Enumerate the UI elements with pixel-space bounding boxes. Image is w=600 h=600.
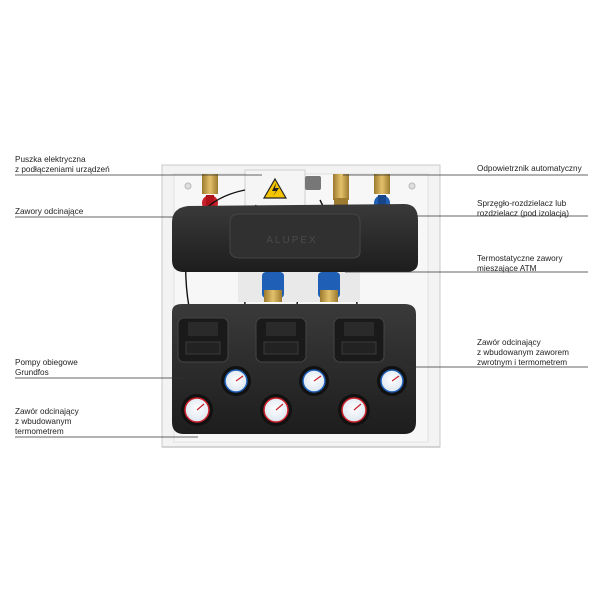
pump-3	[333, 317, 385, 363]
label-line: z wbudowanym zaworem	[477, 348, 569, 357]
label-line: zwrotnym i termometrem	[477, 358, 568, 367]
label-line: z podłączeniami urządzeń	[15, 165, 110, 174]
label-line: termometrem	[15, 427, 64, 436]
supply-gauges	[181, 394, 370, 426]
label-coupler-manifold: Sprzęgło-rozdzielacz lub rozdzielacz (po…	[477, 199, 569, 219]
label-line: Zawór odcinający	[477, 338, 541, 347]
return-gauges	[221, 366, 407, 396]
label-line: Odpowietrznik automatyczny	[477, 164, 582, 173]
label-auto-air-vent: Odpowietrznik automatyczny	[477, 164, 582, 174]
label-line: rozdzielacz (pod izolacją)	[477, 209, 569, 218]
gauge-supply-3	[338, 394, 370, 426]
gauge-supply-1	[181, 394, 213, 426]
label-line: mieszające ATM	[477, 264, 537, 273]
label-line: Zawór odcinający	[15, 407, 79, 416]
label-line: Sprzęgło-rozdzielacz lub	[477, 199, 567, 208]
electrical-box	[244, 169, 306, 209]
label-valve-thermometer: Zawór odcinający z wbudowanym termometre…	[15, 407, 79, 437]
label-line: z wbudowanym	[15, 417, 72, 426]
label-grundfos-pumps: Pompy obiegowe Grundfos	[15, 358, 78, 378]
pump-2	[255, 317, 307, 363]
mounting-holes	[184, 182, 416, 190]
label-line: Grundfos	[15, 368, 49, 377]
gauge-return-1	[221, 366, 251, 396]
label-valve-check-thermometer: Zawór odcinający z wbudowanym zaworem zw…	[477, 338, 569, 368]
gauge-return-2	[299, 366, 329, 396]
label-shutoff-valves: Zawory odcinające	[15, 207, 83, 217]
gauge-return-3	[377, 366, 407, 396]
label-line: Termostatyczne zawory	[477, 254, 563, 263]
insulation-shell: ALUPEX	[172, 204, 418, 272]
label-line: Zawory odcinające	[15, 207, 84, 216]
label-line: Pompy obiegowe	[15, 358, 78, 367]
atm-mixing-valves	[238, 272, 360, 302]
label-line: Puszka elektryczna	[15, 155, 86, 164]
label-electrical-box: Puszka elektryczna z podłączeniami urząd…	[15, 155, 110, 175]
grundfos-pumps	[177, 317, 385, 363]
pump-1	[177, 317, 229, 363]
svg-text:ALUPEX: ALUPEX	[266, 235, 317, 246]
label-atm-mixing-valves: Termostatyczne zawory mieszające ATM	[477, 254, 563, 274]
leader-lines	[15, 174, 588, 438]
gauge-supply-2	[260, 394, 292, 426]
